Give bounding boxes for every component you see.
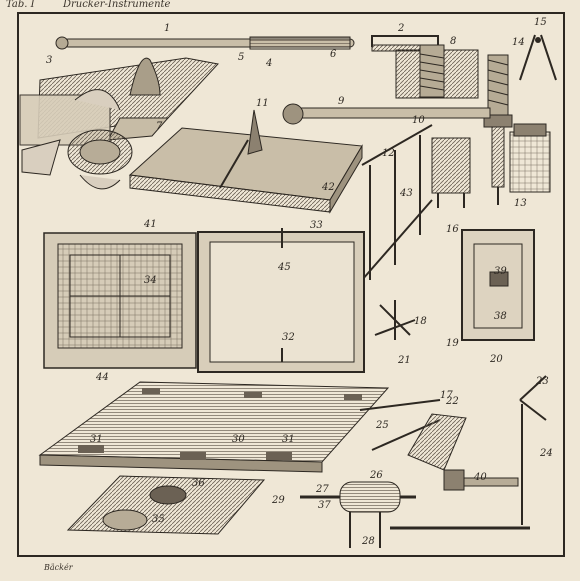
label-39: 39	[494, 266, 507, 277]
star-part	[374, 300, 416, 340]
label-17: 17	[440, 390, 453, 401]
label-22: 22	[445, 396, 459, 407]
label-19: 19	[446, 338, 459, 349]
roller	[300, 481, 416, 548]
label-23: 23	[535, 376, 549, 387]
stand	[390, 404, 530, 530]
plate-header: Tab. I Drucker-Instrumente	[6, 0, 170, 10]
label-9: 9	[338, 96, 345, 107]
frame	[461, 229, 535, 341]
pincers	[519, 34, 557, 81]
press-screw	[483, 54, 513, 205]
plate-title: Drucker-Instrumente	[62, 0, 171, 10]
label-41: 41	[143, 219, 157, 230]
long-handle-tool	[55, 36, 355, 50]
scissors	[519, 375, 547, 421]
frame-rail	[361, 124, 433, 281]
small-box	[431, 137, 471, 208]
label-7: 7	[156, 121, 163, 132]
screw-assembly	[395, 44, 479, 99]
label-43: 43	[399, 188, 413, 199]
board-with-ink-ball	[19, 57, 219, 190]
label-33: 33	[310, 220, 323, 231]
label-1: 1	[164, 23, 170, 34]
label-37: 37	[318, 500, 331, 511]
label-18: 18	[414, 316, 427, 327]
label-45: 45	[277, 262, 291, 273]
label-14: 14	[512, 37, 525, 48]
tab-label: Tab. I	[6, 0, 35, 10]
label-20: 20	[489, 354, 503, 365]
label-24: 24	[539, 448, 553, 459]
ink-block	[66, 475, 266, 535]
label-40: 40	[473, 472, 487, 483]
figure-labels: 1 2 3 4 5 6 7 8 9 10 11 12 13 14 15 16 1…	[46, 17, 553, 547]
label-42: 42	[321, 182, 335, 193]
label-3: 3	[46, 55, 52, 66]
mechanism	[509, 123, 551, 193]
hammer	[443, 469, 519, 491]
small-block	[407, 413, 467, 471]
coffin-plank	[38, 381, 390, 473]
label-4: 4	[265, 58, 272, 69]
frisket-frame	[43, 232, 197, 369]
label-13: 13	[514, 198, 527, 209]
label-34: 34	[144, 275, 157, 286]
label-10: 10	[412, 115, 425, 126]
label-29: 29	[271, 495, 285, 506]
label-11: 11	[256, 98, 269, 109]
label-15: 15	[534, 17, 547, 28]
label-25: 25	[375, 420, 389, 431]
label-21: 21	[397, 355, 411, 366]
label-28: 28	[361, 536, 375, 547]
label-12: 12	[382, 148, 395, 159]
label-6: 6	[330, 49, 337, 60]
plate-border	[17, 12, 565, 557]
bar	[282, 103, 491, 125]
label-31a: 31	[90, 434, 103, 445]
label-26: 26	[369, 470, 383, 481]
label-38: 38	[494, 311, 507, 322]
label-36: 36	[192, 478, 205, 489]
tray	[128, 109, 363, 214]
label-35: 35	[152, 514, 165, 525]
label-31b: 31	[282, 434, 295, 445]
label-44: 44	[95, 372, 109, 383]
label-32: 32	[282, 332, 295, 343]
tympan	[197, 228, 365, 373]
label-16: 16	[446, 224, 459, 235]
engraver-signature: Bäckér	[44, 563, 73, 572]
label-27: 27	[315, 484, 329, 495]
label-5: 5	[238, 52, 244, 63]
label-30: 30	[232, 434, 245, 445]
label-2: 2	[397, 23, 404, 34]
label-8: 8	[450, 36, 456, 47]
